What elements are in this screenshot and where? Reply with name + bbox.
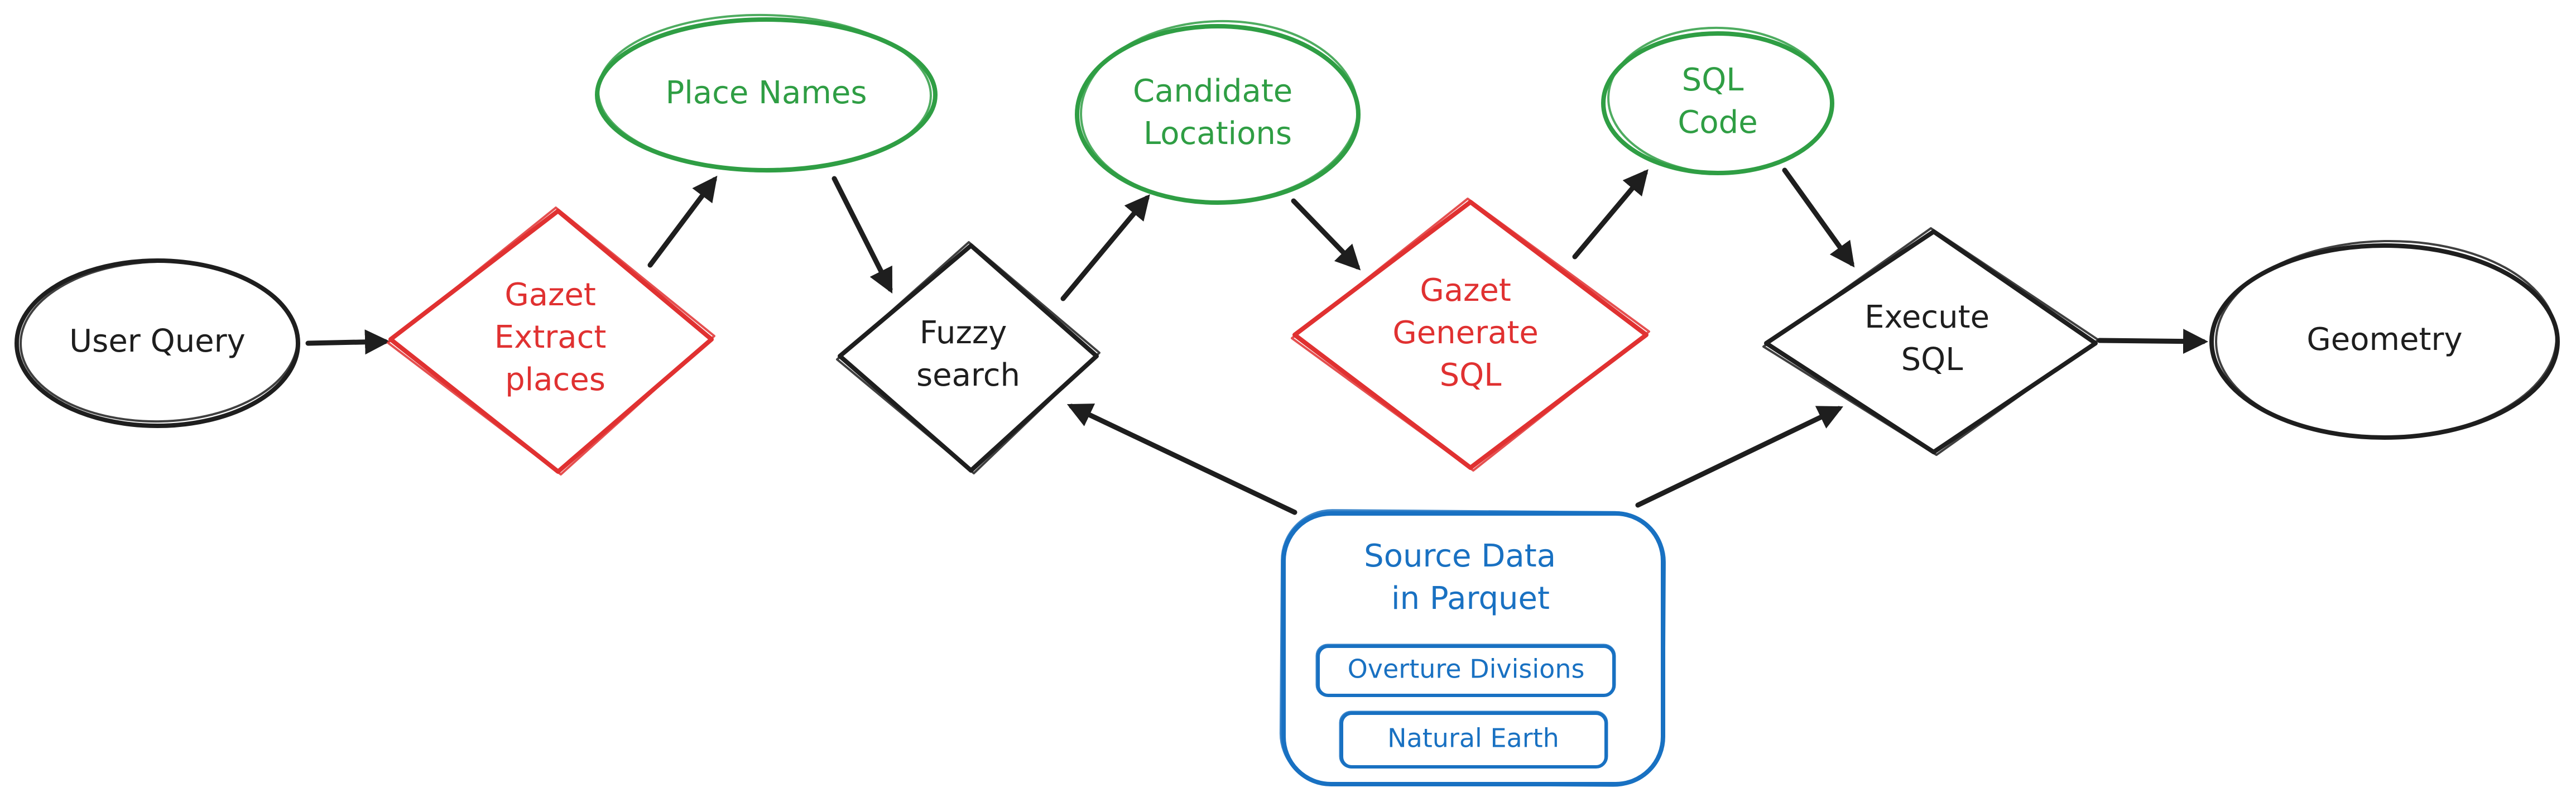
arrow-source-to-fuzzy (1066, 404, 1297, 515)
source-item-natural-earth: Natural Earth (1339, 710, 1608, 769)
node-candidate-locations: Candidate Locations (1075, 20, 1361, 205)
node-geometry: Geometry (2209, 239, 2560, 440)
node-geometry-label: Geometry (2306, 321, 2462, 358)
node-execute-sql: Execute SQL (1762, 227, 2099, 456)
arrow-extract-to-place-names (647, 175, 718, 268)
node-gazet-extract: Gazet Extract places (387, 206, 715, 476)
source-item-natural-earth-label: Natural Earth (1387, 723, 1559, 753)
node-gazet-generate-label: Gazet Generate SQL (1392, 272, 1548, 393)
node-gazet-generate: Gazet Generate SQL (1291, 198, 1650, 472)
node-user-query: User Query (15, 258, 300, 428)
node-fuzzy-search: Fuzzy search (836, 241, 1100, 474)
node-source-data: Source Data in Parquet Overture Division… (1279, 509, 1666, 787)
arrow-generate-to-sql-code (1572, 169, 1649, 260)
source-item-overture-divisions: Overture Divisions (1315, 643, 1616, 697)
node-place-names: Place Names (595, 13, 938, 173)
node-sql-code: SQL Code (1601, 26, 1834, 175)
arrow-user-query-to-extract (305, 329, 390, 355)
node-gazet-extract-label: Gazet Extract places (494, 277, 616, 398)
source-item-overture-divisions-label: Overture Divisions (1348, 654, 1585, 684)
arrow-source-to-execute (1635, 406, 1844, 508)
arrow-candidates-to-generate (1291, 198, 1361, 271)
arrow-execute-to-geometry (2097, 329, 2208, 354)
node-fuzzy-search-label: Fuzzy search (916, 315, 1020, 393)
arrow-place-names-to-fuzzy (832, 176, 893, 294)
node-source-data-label: Source Data in Parquet (1364, 538, 1566, 617)
node-sql-code-label: SQL Code (1678, 62, 1757, 141)
arrow-fuzzy-to-candidates (1060, 194, 1150, 301)
arrow-sql-code-to-execute (1782, 167, 1855, 268)
node-place-names-label: Place Names (665, 75, 867, 111)
arrows (305, 167, 2208, 515)
node-execute-sql-label: Execute SQL (1864, 299, 2000, 378)
node-user-query-label: User Query (69, 323, 246, 359)
node-candidate-locations-label: Candidate Locations (1133, 73, 1303, 152)
